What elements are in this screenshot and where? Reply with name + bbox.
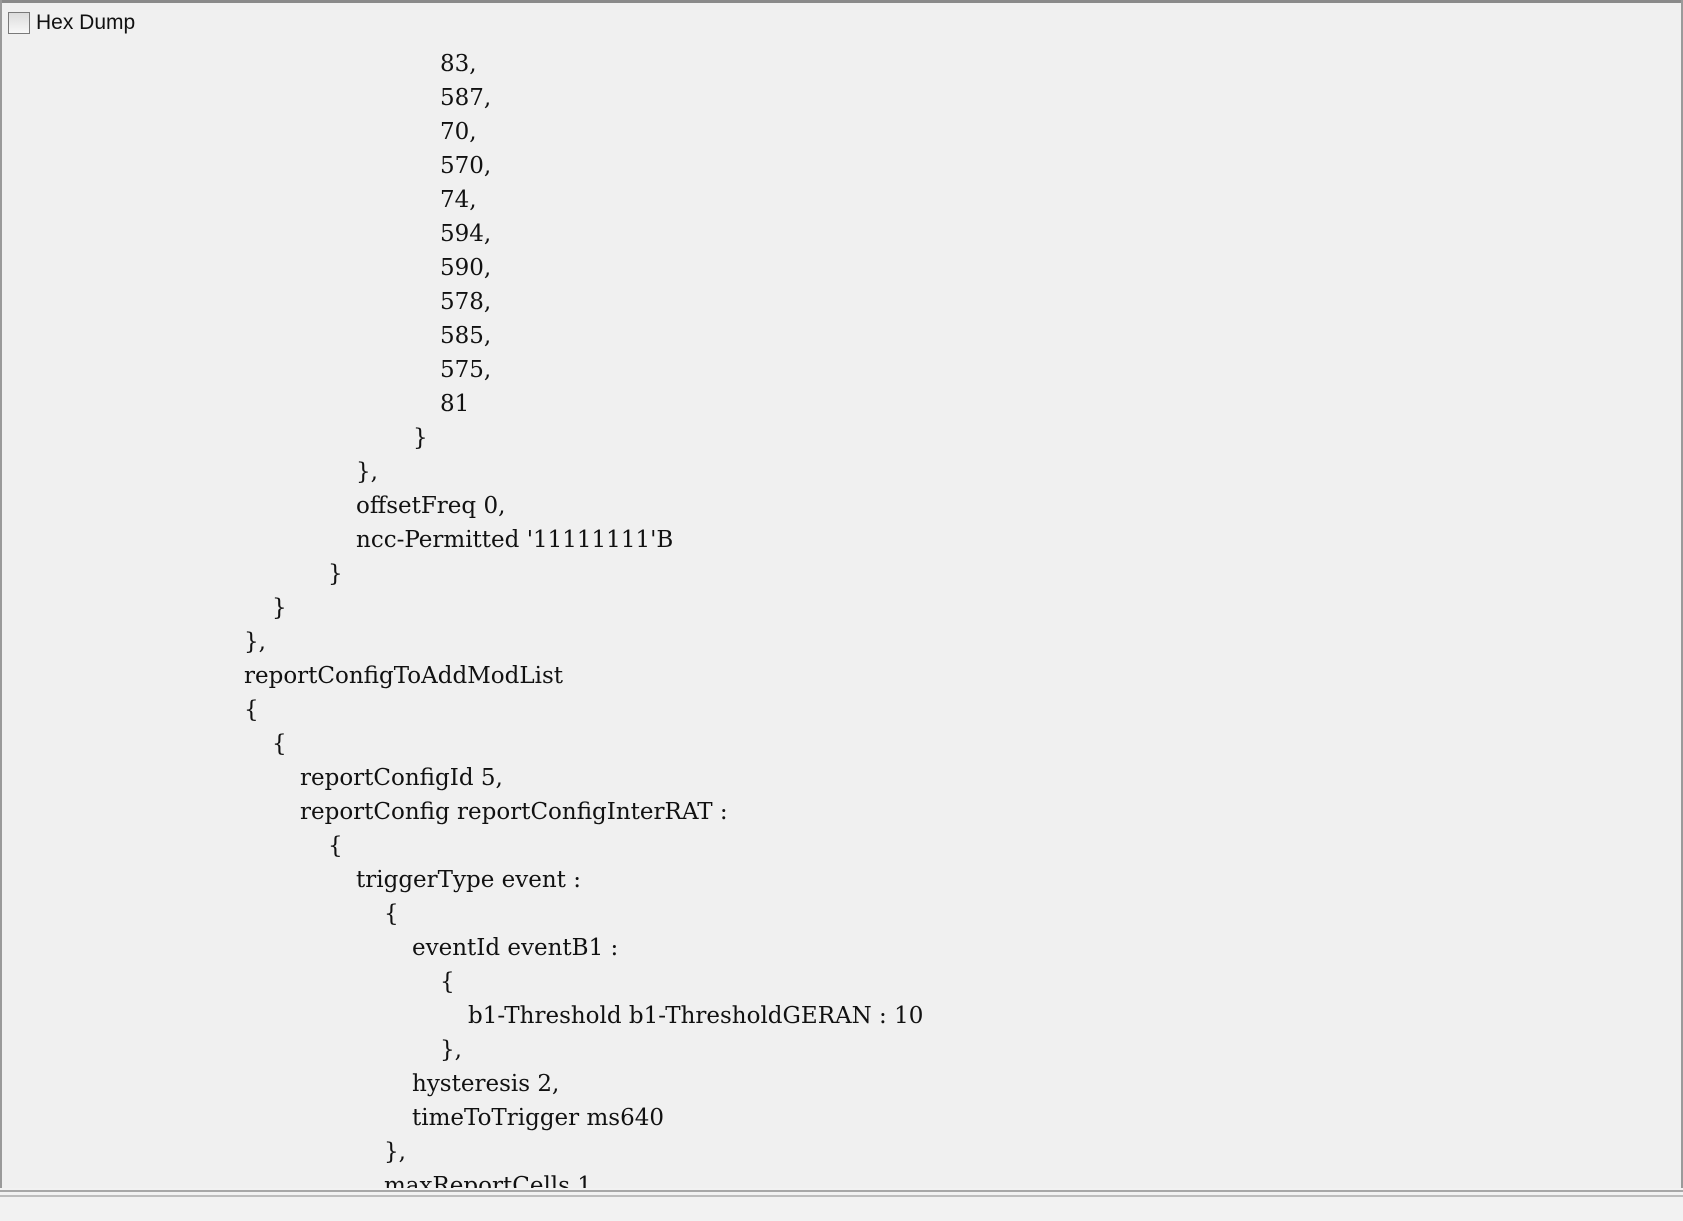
code-line: ncc-Permitted '11111111'B xyxy=(356,527,674,553)
code-line: { xyxy=(384,901,399,927)
code-line: b1-Threshold b1-ThresholdGERAN : 10 xyxy=(468,1003,924,1029)
code-line: 83, xyxy=(440,51,477,77)
code-line: 81 xyxy=(440,391,470,417)
code-line: reportConfigToAddModList xyxy=(244,663,563,689)
code-line: } xyxy=(272,595,287,621)
code-line: 587, xyxy=(440,85,492,111)
code-line: hysteresis 2, xyxy=(412,1071,560,1097)
code-line: { xyxy=(440,969,455,995)
code-line: }, xyxy=(244,629,266,655)
window-top-border xyxy=(0,0,1683,3)
code-line: eventId eventB1 : xyxy=(412,935,619,961)
code-line: }, xyxy=(356,459,378,485)
code-line: 70, xyxy=(440,119,477,145)
code-line: { xyxy=(272,731,287,757)
decoded-message-view[interactable]: 83, 587, 70, 570, 74, 594, 590, 578, 585… xyxy=(0,47,1680,1188)
code-line: }, xyxy=(440,1037,462,1063)
window-left-border xyxy=(0,0,2,1190)
code-line: 585, xyxy=(440,323,492,349)
code-line: { xyxy=(244,697,259,723)
bottom-separator xyxy=(0,1190,1683,1192)
code-line: reportConfigId 5, xyxy=(300,765,503,791)
code-line: 570, xyxy=(440,153,492,179)
code-line: 578, xyxy=(440,289,492,315)
hex-dump-label[interactable]: Hex Dump xyxy=(36,11,136,34)
window-right-border xyxy=(1681,0,1683,1190)
code-line: 575, xyxy=(440,357,492,383)
code-line: offsetFreq 0, xyxy=(356,493,506,519)
status-bar xyxy=(0,1188,1683,1221)
code-line: { xyxy=(328,833,343,859)
code-line: maxReportCells 1, xyxy=(384,1173,600,1188)
bottom-separator-light xyxy=(0,1195,1683,1197)
code-line: reportConfig reportConfigInterRAT : xyxy=(300,799,728,825)
code-line: triggerType event : xyxy=(356,867,581,893)
code-line: 594, xyxy=(440,221,492,247)
toolbar: Hex Dump xyxy=(8,9,135,37)
code-line: } xyxy=(413,425,428,451)
code-line: } xyxy=(328,561,343,587)
code-line: 74, xyxy=(440,187,477,213)
code-line: }, xyxy=(384,1139,406,1165)
code-line: timeToTrigger ms640 xyxy=(412,1105,664,1131)
hex-dump-checkbox[interactable] xyxy=(8,12,30,34)
code-line: 590, xyxy=(440,255,492,281)
